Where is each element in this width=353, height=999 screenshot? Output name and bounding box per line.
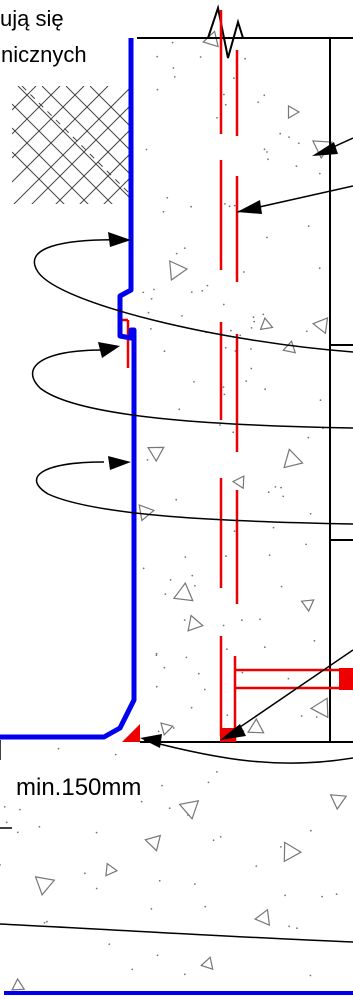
zigzag-break-icon	[193, 4, 244, 59]
dimension-label: min.150mm	[16, 774, 141, 801]
note-text-line-2: nicznych	[1, 42, 87, 67]
note-text-line-1: ują się	[0, 6, 64, 31]
rebar-group	[118, 10, 343, 742]
wall-outline	[137, 37, 353, 743]
arrowheads	[98, 142, 338, 748]
leader-lines	[0, 137, 353, 943]
corner-fillet	[122, 724, 140, 742]
soil-hatch-icon	[12, 86, 130, 204]
concrete-aggregate-texture	[0, 30, 348, 991]
waterproofing-membrane	[0, 38, 353, 995]
waterstop-block	[339, 668, 353, 690]
